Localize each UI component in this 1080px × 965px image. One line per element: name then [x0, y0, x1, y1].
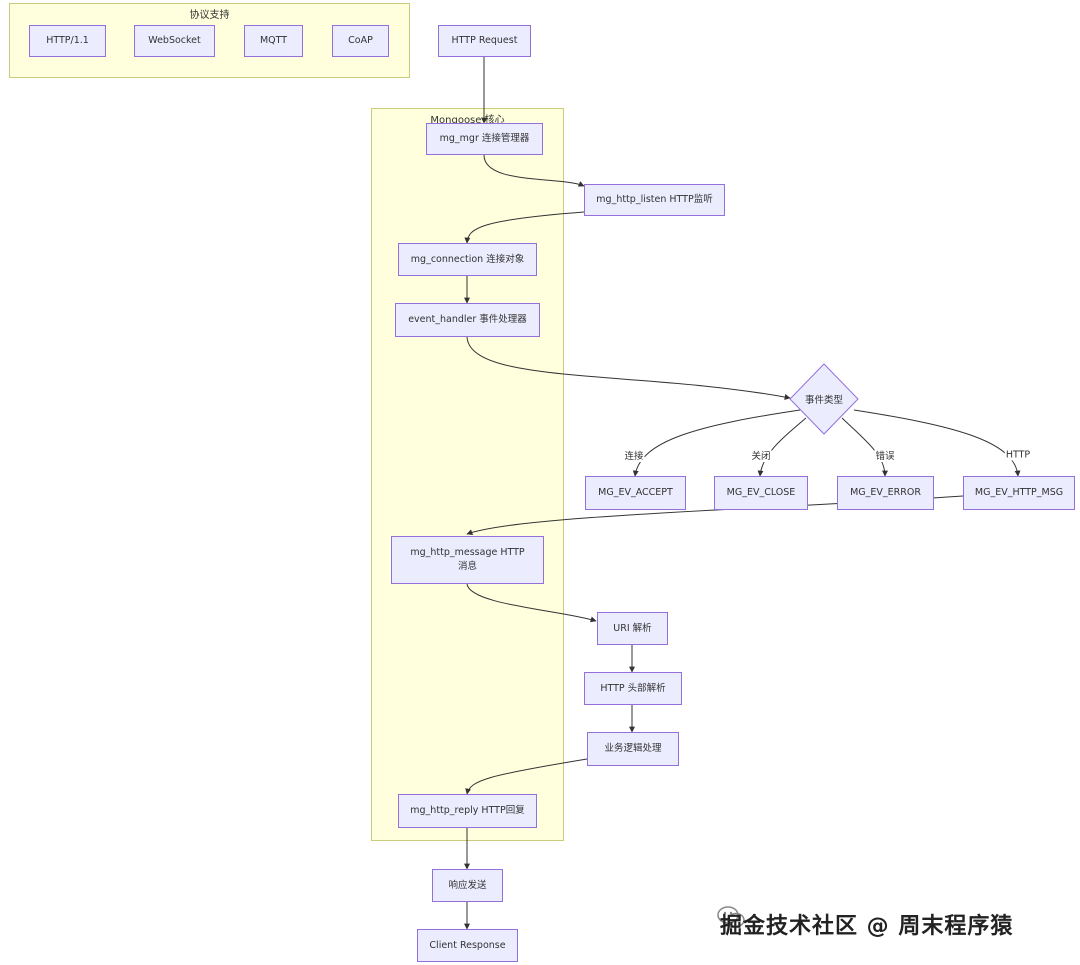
wechat-icon — [717, 906, 745, 928]
node-mg-connection: mg_connection 连接对象 — [398, 243, 537, 276]
edge-listen-to-connection — [464, 211, 585, 244]
edge-eventtype-to-error — [841, 417, 888, 477]
node-http11: HTTP/1.1 — [29, 25, 106, 57]
node-uri-parse: URI 解析 — [597, 612, 668, 645]
mongoose-core-title: Mongoose 核心 — [430, 115, 505, 126]
node-coap: CoAP — [332, 25, 389, 57]
node-mg-mgr: mg_mgr 连接管理器 — [426, 123, 543, 155]
event-type-diamond — [789, 363, 859, 435]
edge-mgr-to-listen — [483, 154, 585, 187]
node-client-response: Client Response — [417, 929, 518, 962]
node-ev-error: MG_EV_ERROR — [837, 476, 934, 510]
edge-label-close: 关闭 — [750, 448, 772, 462]
node-event-handler: event_handler 事件处理器 — [395, 303, 540, 337]
node-mg-http-message: mg_http_message HTTP消息 — [391, 536, 544, 584]
node-ev-http-msg: MG_EV_HTTP_MSG — [963, 476, 1075, 510]
protocol-support-title: 协议支持 — [189, 10, 230, 21]
node-mg-http-reply: mg_http_reply HTTP回复 — [398, 794, 537, 828]
edge-business-to-reply — [465, 758, 588, 795]
event-type-label: 事件类型 — [804, 395, 844, 406]
node-header-parse: HTTP 头部解析 — [584, 672, 682, 705]
node-http-request: HTTP Request — [438, 25, 531, 57]
edge-label-connect: 连接 — [623, 448, 645, 462]
edge-handler-to-eventtype — [466, 336, 791, 400]
edge-eventtype-to-accept — [632, 409, 801, 477]
node-mg-http-listen: mg_http_listen HTTP监听 — [584, 184, 725, 216]
watermark-text: 掘金技术社区 @ 周末程序猿 — [720, 914, 1014, 939]
node-mqtt: MQTT — [244, 25, 303, 57]
edge-eventtype-to-httpmsg — [853, 409, 1021, 477]
node-websocket: WebSocket — [134, 25, 215, 57]
node-business-logic: 业务逻辑处理 — [587, 732, 679, 766]
edge-eventtype-to-close — [757, 417, 807, 477]
edge-label-error: 错误 — [874, 448, 896, 462]
mongoose-core-group: Mongoose 核心 — [371, 108, 564, 841]
node-ev-accept: MG_EV_ACCEPT — [585, 476, 686, 510]
node-response-send: 响应发送 — [432, 869, 503, 902]
edge-label-http: HTTP — [1004, 449, 1032, 461]
edge-message-to-uri — [466, 583, 597, 623]
node-ev-close: MG_EV_CLOSE — [714, 476, 808, 510]
